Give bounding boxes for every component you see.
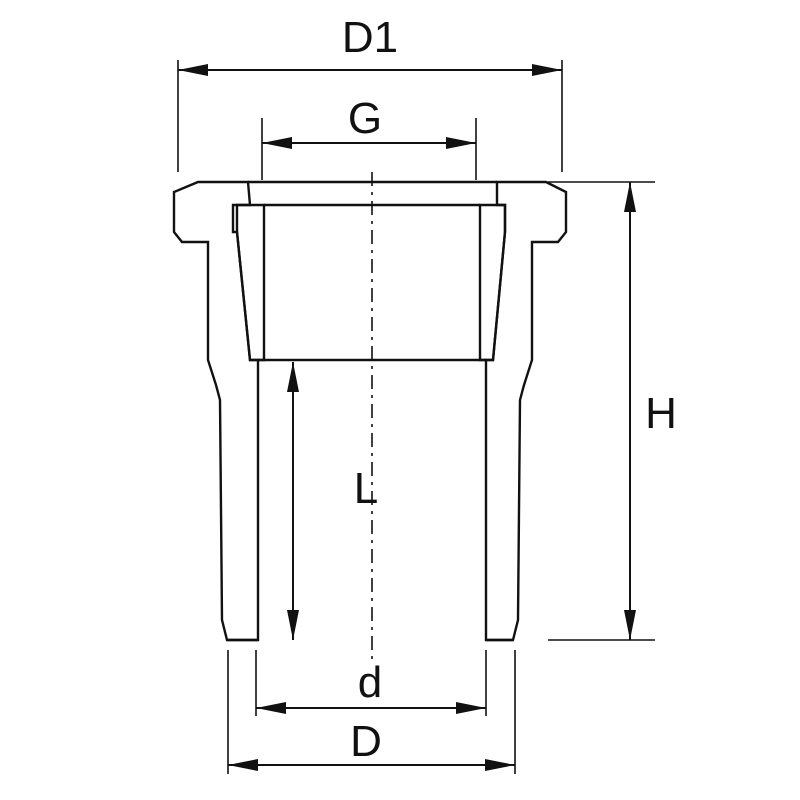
right-wall-section	[478, 180, 568, 642]
label-g: G	[348, 94, 382, 143]
left-wall-section	[172, 180, 266, 642]
dimension-d1: D1	[177, 13, 563, 172]
label-d1: D1	[342, 13, 398, 62]
dimension-g: G	[261, 94, 477, 180]
label-l: L	[354, 464, 378, 513]
label-d-inner: d	[358, 658, 382, 707]
dimension-l: L	[287, 362, 378, 640]
dimension-d-outer: D	[227, 650, 516, 774]
label-h: H	[645, 389, 677, 438]
label-d-outer: D	[350, 717, 382, 766]
dimension-h: H	[548, 181, 677, 641]
dimension-d-inner: d	[255, 650, 487, 716]
